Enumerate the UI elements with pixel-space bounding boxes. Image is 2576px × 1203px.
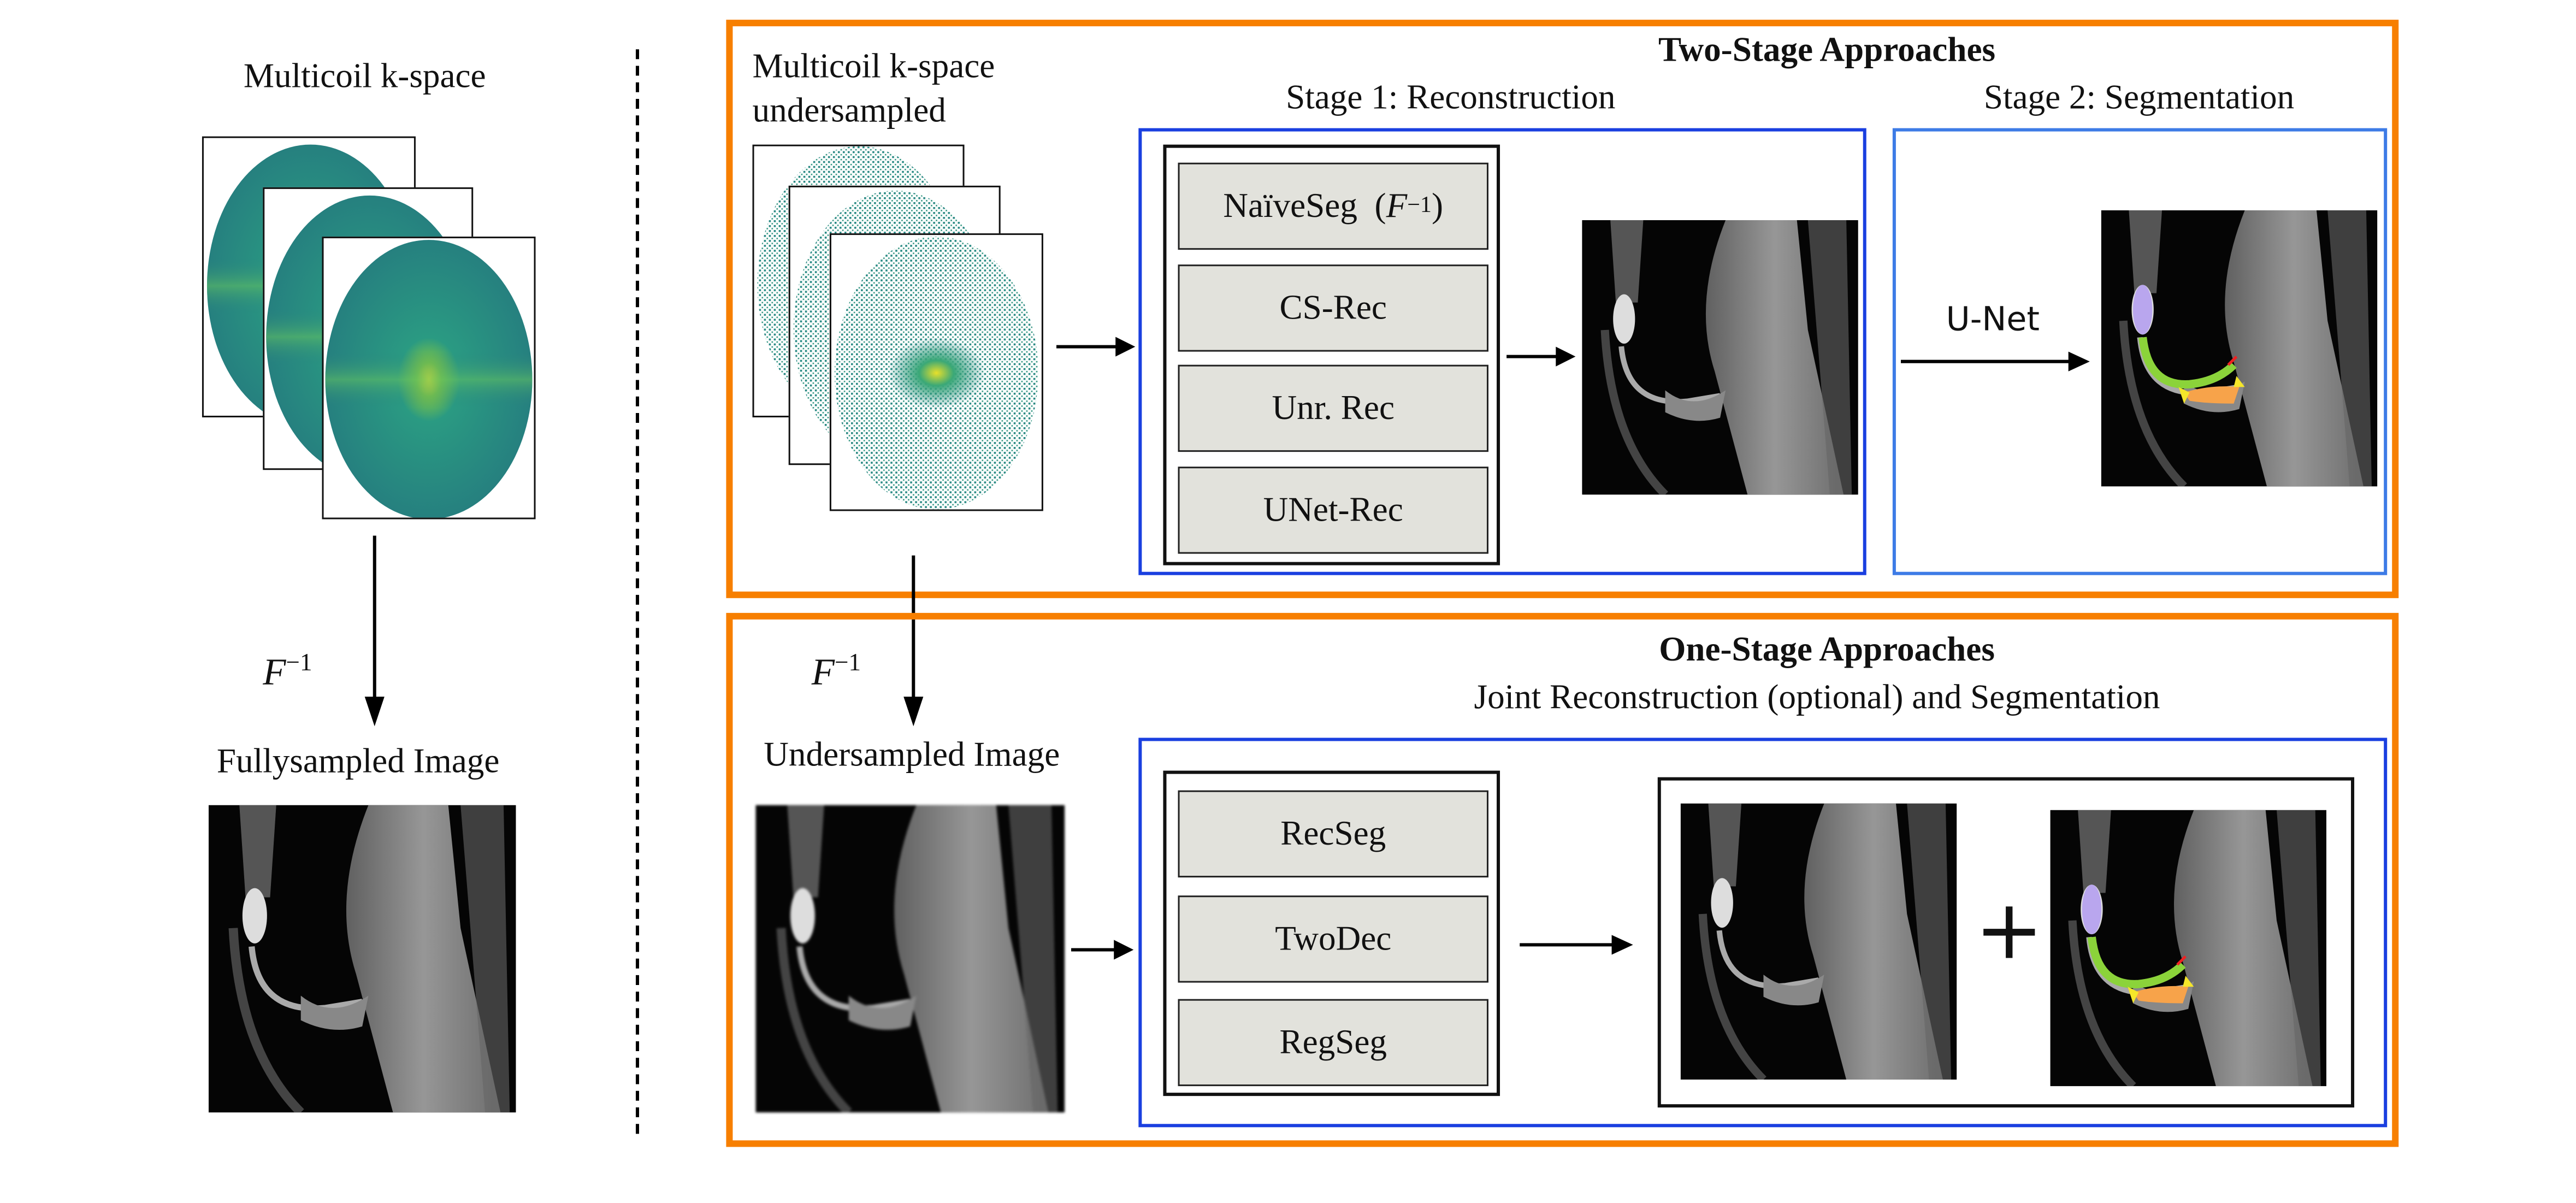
method-label: NaïveSeg [1223, 185, 1357, 226]
down-arrow-icon [364, 535, 385, 727]
fourier-symbol: F [1386, 185, 1408, 226]
right-arrow-icon [1506, 346, 1576, 367]
fullysampled-mri-image [208, 805, 516, 1113]
label-line: Multicoil k-space [752, 46, 995, 86]
joint-segmentation-image [2050, 810, 2326, 1087]
method-recseg: RecSeg [1178, 790, 1488, 878]
fourier-symbol: F [811, 652, 835, 693]
one-stage-title: One-Stage Approaches [1659, 629, 1995, 669]
kspace-coil-card [322, 237, 536, 520]
inverse-fourier-label: F−1 [812, 651, 861, 694]
undersampled-image-label: Undersampled Image [764, 734, 1060, 774]
fullysampled-image-label: Fullysampled Image [216, 741, 500, 781]
one-stage-group [726, 612, 2399, 1147]
fourier-exponent: −1 [835, 651, 861, 677]
method-unr-rec: Unr. Rec [1178, 364, 1488, 452]
one-stage-subtitle: Joint Reconstruction (optional) and Segm… [1474, 677, 2160, 717]
method-naiveseg: NaïveSeg (F−1) [1178, 162, 1488, 250]
stage1-reconstruction-box [1138, 128, 1866, 575]
right-arrow-icon [1520, 935, 1633, 955]
section-divider [635, 49, 639, 1134]
plus-sign: + [1975, 882, 2044, 978]
method-cs-rec: CS-Rec [1178, 264, 1488, 352]
reconstructed-mri-image [1582, 220, 1858, 495]
method-regseg: RegSeg [1178, 999, 1488, 1087]
fourier-exponent: −1 [286, 651, 312, 677]
down-arrow-icon [903, 555, 924, 727]
stage1-label: Stage 1: Reconstruction [1286, 77, 1616, 117]
two-stage-title: Two-Stage Approaches [1658, 30, 1996, 69]
right-arrow-icon [1071, 940, 1134, 960]
undersampled-kspace-card [829, 233, 1043, 511]
joint-methods-list: RecSeg TwoDec RegSeg [1163, 770, 1500, 1096]
fourier-symbol: F [263, 652, 286, 693]
undersampled-mri-image [755, 805, 1065, 1113]
method-unet-rec: UNet-Rec [1178, 467, 1488, 554]
undersampled-kspace-label: Multicoil k-space undersampled [753, 44, 995, 133]
segmentation-overlay-image [2101, 210, 2378, 487]
right-arrow-icon [1900, 351, 2090, 371]
stage2-segmentation-box [1892, 128, 2388, 575]
stage2-label: Stage 2: Segmentation [1983, 77, 2295, 117]
fourier-exponent: −1 [1407, 193, 1432, 218]
label-line: undersampled [752, 90, 946, 130]
joint-method-box [1138, 738, 2388, 1128]
reconstruction-methods-list: NaïveSeg (F−1) CS-Rec Unr. Rec UNet-Rec [1163, 144, 1500, 565]
multicoil-kspace-label: Multicoil k-space [243, 56, 486, 96]
joint-output-box: + [1657, 777, 2355, 1108]
inverse-fourier-label: F−1 [263, 651, 312, 694]
joint-reconstructed-image [1680, 803, 1957, 1080]
two-stage-group [726, 20, 2399, 598]
unet-label: U-Net [1946, 299, 2040, 339]
right-arrow-icon [1056, 337, 1136, 357]
method-twodec: TwoDec [1178, 895, 1488, 983]
